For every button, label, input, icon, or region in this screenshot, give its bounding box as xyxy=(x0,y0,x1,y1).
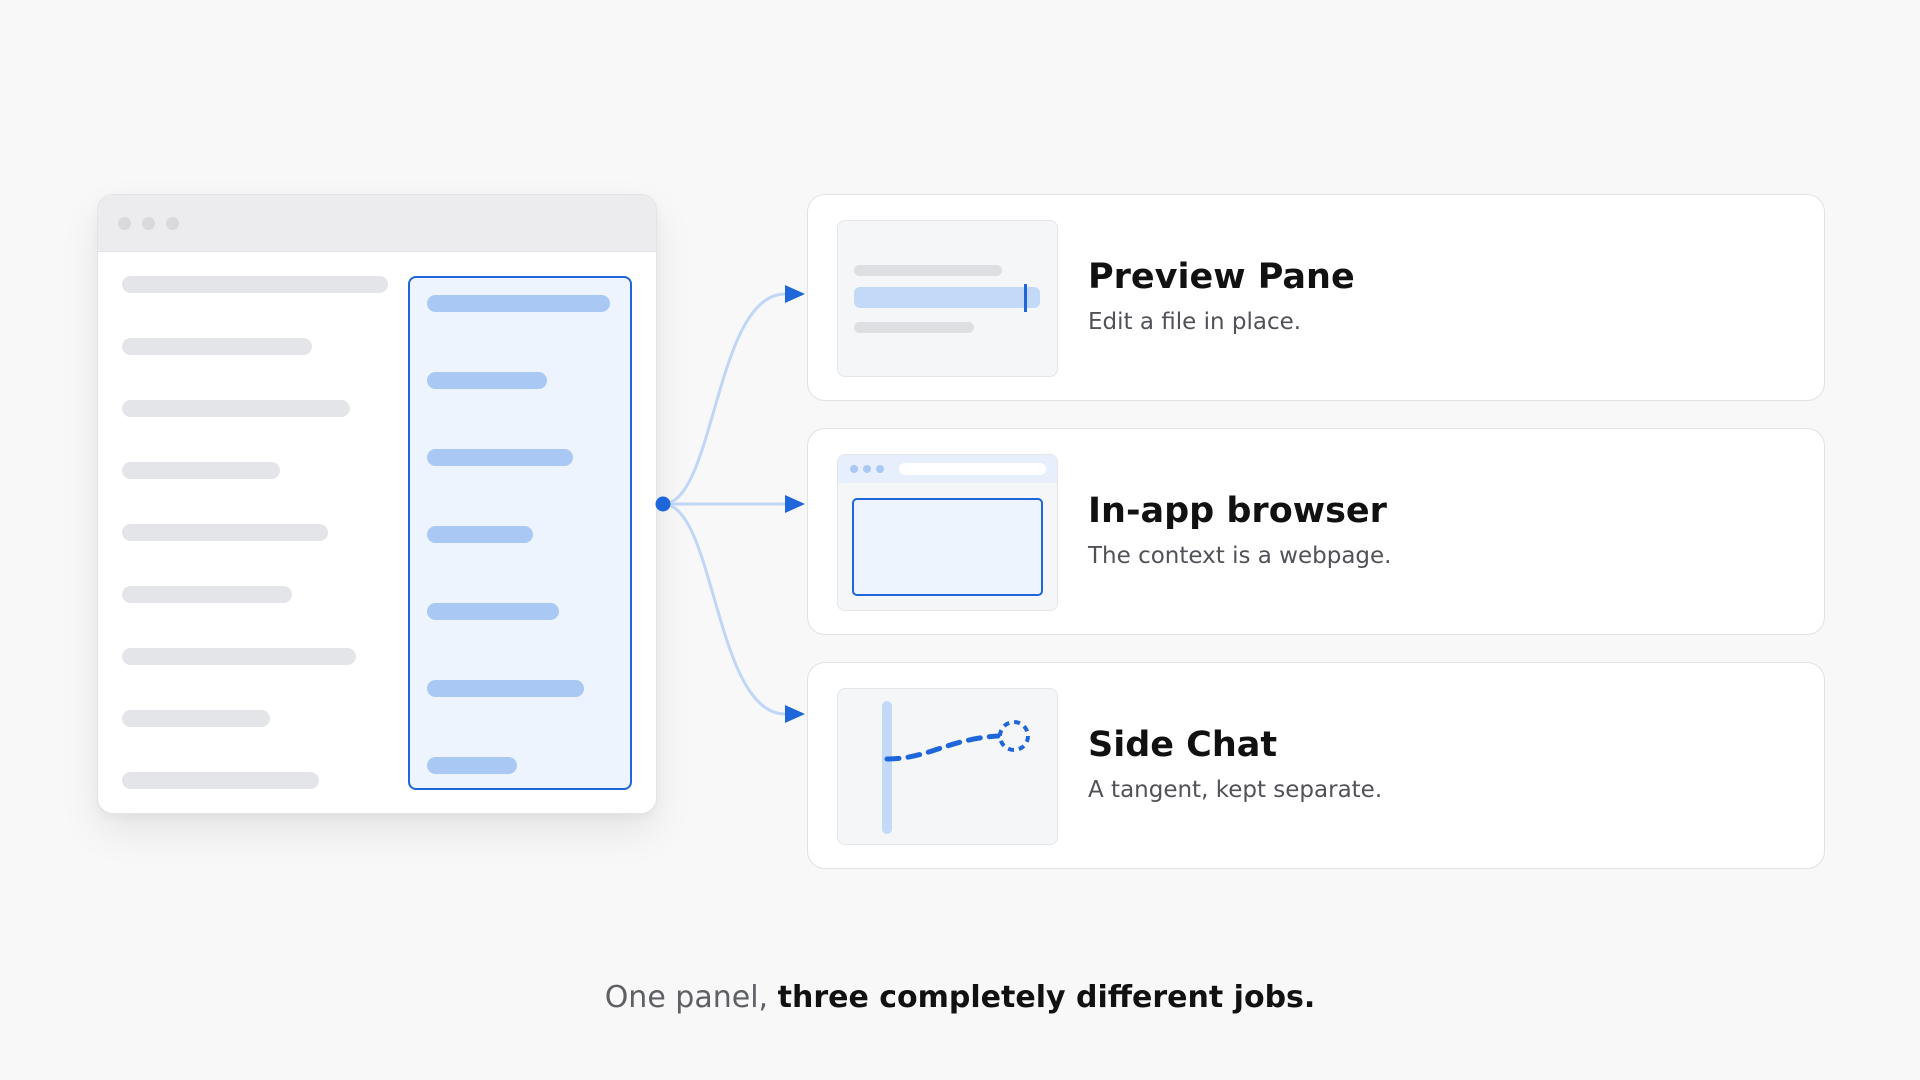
app-window-mockup xyxy=(97,194,657,814)
placeholder-line xyxy=(122,710,270,727)
arrowhead-icon xyxy=(785,705,805,723)
panel-line xyxy=(427,526,533,543)
placeholder-line xyxy=(122,772,319,789)
tangent-branch-icon xyxy=(882,701,1030,834)
card-description: A tangent, kept separate. xyxy=(1088,777,1383,803)
placeholder-line xyxy=(122,586,292,603)
card-side-chat: Side Chat A tangent, kept separate. xyxy=(807,662,1825,869)
panel-line xyxy=(427,449,573,466)
window-dot-icon xyxy=(118,217,131,230)
card-in-app-browser: In-app browser The context is a webpage. xyxy=(807,428,1825,635)
placeholder-line xyxy=(122,400,350,417)
panel-line xyxy=(427,372,547,389)
placeholder-line xyxy=(122,462,280,479)
caption-lead: One panel, xyxy=(604,980,769,1015)
arrowhead-icon xyxy=(785,495,805,513)
placeholder-line xyxy=(122,524,328,541)
panel-line xyxy=(427,757,517,774)
side-chat-thumbnail xyxy=(837,688,1058,845)
connector-line-preview xyxy=(662,292,786,506)
card-title: Preview Pane xyxy=(1088,257,1355,297)
panel-line xyxy=(427,603,559,620)
arrowhead-icon xyxy=(785,285,805,303)
preview-pane-thumbnail xyxy=(837,220,1058,377)
browser-window-icon xyxy=(838,455,1057,596)
in-app-browser-thumbnail xyxy=(837,454,1058,611)
window-titlebar xyxy=(98,195,656,252)
placeholder-line xyxy=(122,338,312,355)
card-title: Side Chat xyxy=(1088,725,1278,765)
caption: One panel, three completely different jo… xyxy=(0,980,1920,1015)
window-dot-icon xyxy=(166,217,179,230)
connector-line-chat xyxy=(662,502,786,716)
window-dot-icon xyxy=(142,217,155,230)
panel-line xyxy=(427,295,610,312)
connector-origin-dot xyxy=(655,496,671,512)
placeholder-line xyxy=(122,276,388,293)
side-panel-highlight xyxy=(408,276,632,790)
card-description: Edit a file in place. xyxy=(1088,309,1302,335)
card-title: In-app browser xyxy=(1088,491,1387,531)
placeholder-line xyxy=(122,648,356,665)
card-description: The context is a webpage. xyxy=(1088,543,1392,569)
panel-line xyxy=(427,680,584,697)
caption-emphasis: three completely different jobs. xyxy=(777,980,1316,1015)
file-edit-icon xyxy=(854,265,1040,333)
card-preview-pane: Preview Pane Edit a file in place. xyxy=(807,194,1825,401)
